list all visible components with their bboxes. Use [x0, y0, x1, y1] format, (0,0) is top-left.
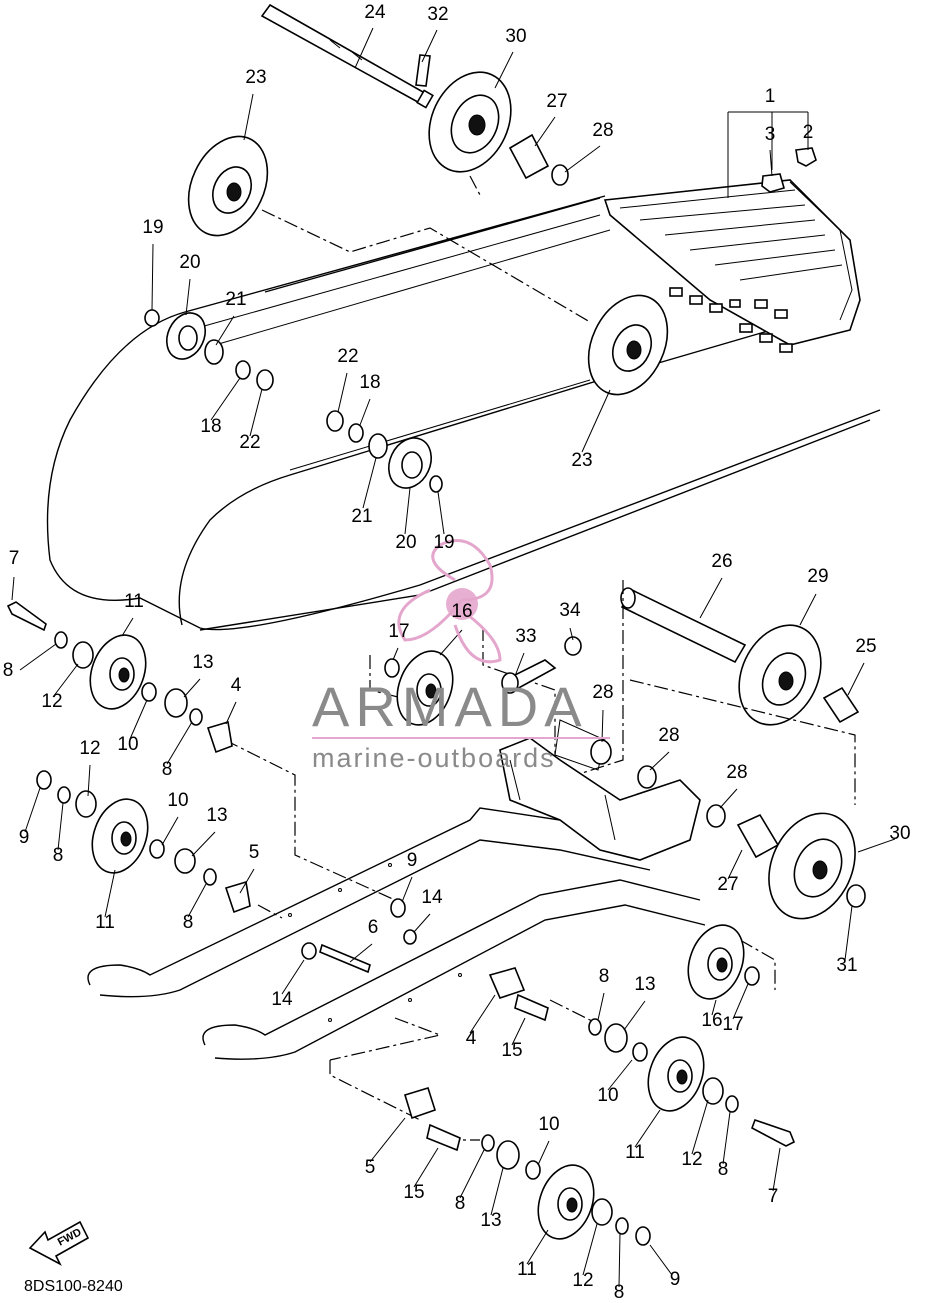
track-chain-section — [603, 147, 861, 353]
callout-11: 11 — [625, 1142, 645, 1163]
collar-27-top — [508, 133, 550, 180]
callout-19: 19 — [142, 217, 163, 238]
shaft-24 — [260, 3, 434, 109]
callout-13: 13 — [634, 974, 655, 995]
callout-12: 12 — [681, 1149, 702, 1170]
callout-9: 9 — [19, 827, 30, 848]
rear-axle-group — [620, 587, 860, 726]
callout-2: 2 — [803, 122, 814, 143]
callout-23: 23 — [571, 450, 592, 471]
callout-8: 8 — [614, 1282, 625, 1303]
callout-30: 30 — [889, 823, 910, 844]
watermark-tagline: marine-outboards — [312, 743, 556, 773]
callout-32: 32 — [427, 4, 448, 25]
callout-28: 28 — [658, 725, 679, 746]
callout-7: 7 — [768, 1186, 779, 1207]
callout-9: 9 — [670, 1269, 681, 1290]
callout-5: 5 — [365, 1157, 376, 1178]
callout-34: 34 — [559, 600, 581, 621]
callout-10: 10 — [538, 1114, 559, 1135]
callout-28: 28 — [726, 762, 747, 783]
callout-8: 8 — [718, 1159, 729, 1180]
watermark-brand: ARMADA — [312, 675, 588, 738]
callout-12: 12 — [79, 738, 100, 759]
leader-lines — [11, 27, 896, 1288]
callout-10: 10 — [167, 790, 188, 811]
callout-13: 13 — [206, 805, 227, 826]
callout-13: 13 — [480, 1210, 501, 1231]
idler-wheel-23-center — [587, 294, 669, 396]
callout-8: 8 — [3, 660, 14, 681]
callout-5: 5 — [249, 842, 260, 863]
callout-6: 6 — [368, 917, 379, 938]
callout-25: 25 — [855, 636, 876, 657]
bearing-group-center — [326, 410, 443, 493]
idler-wheel-23-left — [187, 135, 269, 237]
callout-22: 22 — [239, 432, 260, 453]
callout-28: 28 — [592, 120, 613, 141]
callout-16: 16 — [701, 1010, 722, 1031]
callout-27: 27 — [717, 874, 738, 895]
callout-8: 8 — [455, 1193, 466, 1214]
callout-4: 4 — [466, 1028, 477, 1049]
callout-8: 8 — [53, 845, 64, 866]
leader-bracket-1 — [727, 111, 809, 198]
callout-1: 1 — [765, 86, 776, 107]
center-frame — [499, 636, 866, 920]
callout-7: 7 — [9, 548, 20, 569]
callout-18: 18 — [359, 372, 380, 393]
callout-17: 17 — [388, 621, 409, 642]
callout-23: 23 — [245, 67, 266, 88]
callout-11: 11 — [124, 591, 144, 612]
callout-15: 15 — [501, 1040, 522, 1061]
idler-wheel-30-top — [428, 71, 512, 173]
callout-10: 10 — [597, 1085, 618, 1106]
callout-24: 24 — [364, 2, 386, 23]
track-belt — [46, 195, 881, 631]
callout-10: 10 — [117, 734, 138, 755]
callout-30: 30 — [505, 26, 526, 47]
callout-26: 26 — [711, 551, 732, 572]
callout-33: 33 — [515, 626, 536, 647]
callout-18: 18 — [200, 416, 221, 437]
callout-8: 8 — [599, 966, 610, 987]
callout-20: 20 — [179, 252, 200, 273]
callout-11: 11 — [517, 1259, 537, 1280]
callout-4: 4 — [231, 675, 242, 696]
callout-8: 8 — [162, 759, 173, 780]
callout-28: 28 — [592, 682, 613, 703]
watermark: ARMADA marine-outboards — [312, 539, 610, 773]
suspension-rails — [87, 807, 706, 1060]
callout-21: 21 — [351, 506, 372, 527]
callout-8: 8 — [183, 912, 194, 933]
fwd-arrow: FWD — [28, 1220, 90, 1266]
callout-13: 13 — [192, 652, 213, 673]
callout-29: 29 — [807, 566, 828, 587]
callout-20: 20 — [395, 532, 416, 553]
bearing-group-left — [144, 309, 274, 391]
callout-12: 12 — [41, 691, 62, 712]
washer-28-top — [551, 164, 569, 186]
callout-22: 22 — [337, 346, 358, 367]
callout-17: 17 — [722, 1014, 743, 1035]
lower-wheels — [89, 634, 745, 1240]
callout-21: 21 — [225, 289, 246, 310]
callout-14: 14 — [421, 887, 443, 908]
callout-19: 19 — [433, 532, 454, 553]
callout-27: 27 — [546, 91, 567, 112]
callout-9: 9 — [407, 850, 418, 871]
callout-15: 15 — [403, 1182, 424, 1203]
callout-14: 14 — [271, 989, 293, 1010]
callout-31: 31 — [836, 955, 857, 976]
diagram-code: 8DS100-8240 — [24, 1278, 123, 1295]
callout-12: 12 — [572, 1270, 593, 1291]
callout-16: 16 — [451, 601, 472, 622]
callout-11: 11 — [95, 912, 115, 933]
callout-3: 3 — [765, 124, 776, 145]
